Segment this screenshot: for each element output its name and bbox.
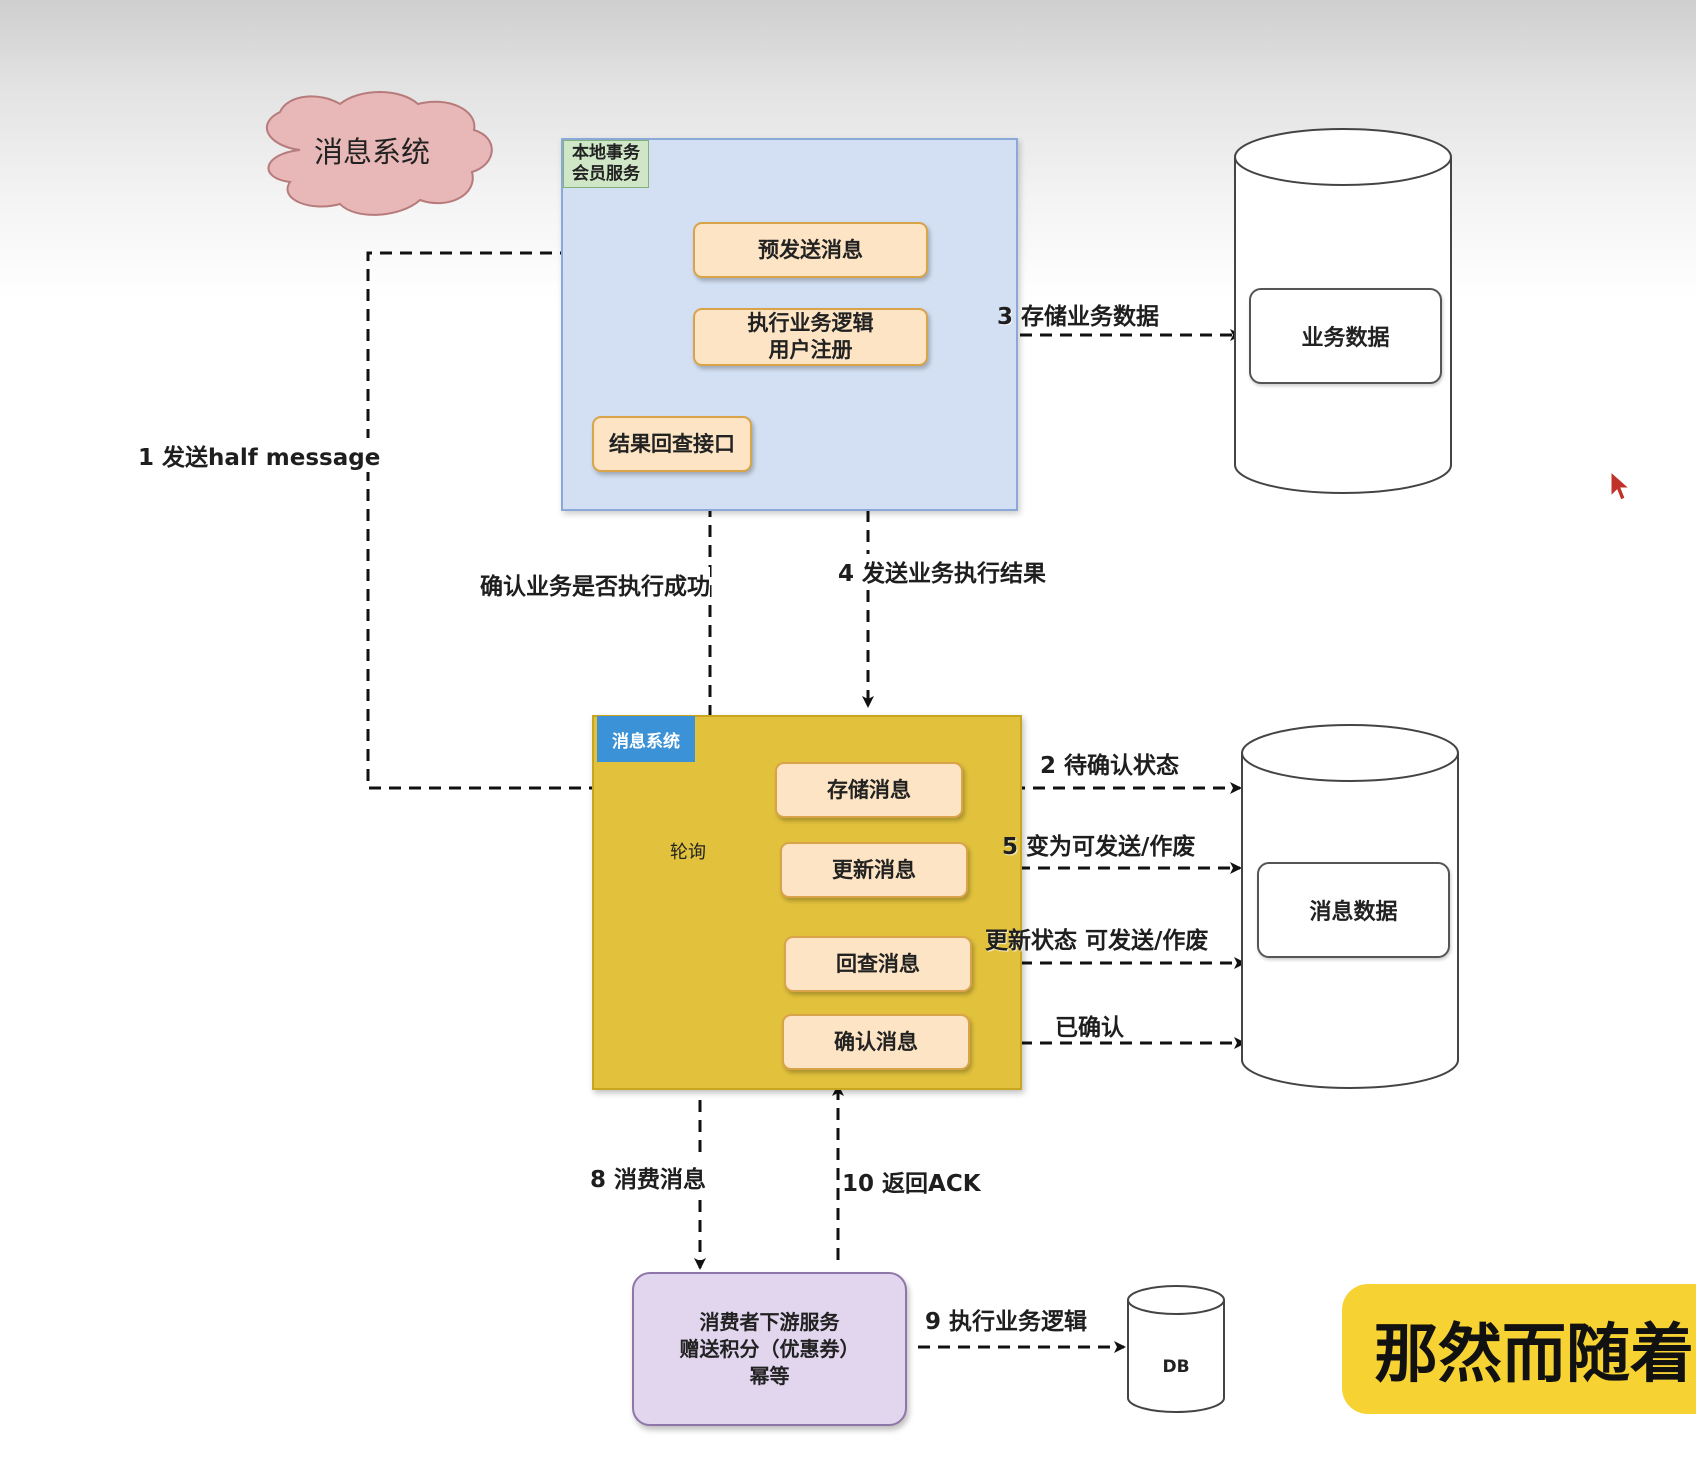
subtitle-banner: 那然而随着 bbox=[1342, 1284, 1696, 1414]
poll-label: 轮询 bbox=[668, 838, 708, 864]
business-data-box: 业务数据 bbox=[1249, 288, 1442, 384]
result-check-api-node[interactable]: 结果回查接口 bbox=[592, 416, 752, 472]
label-update-state: 更新状态 可发送/作废 bbox=[985, 928, 1209, 954]
check-message-node[interactable]: 回查消息 bbox=[784, 936, 972, 992]
cloud-label: 消息系统 bbox=[313, 134, 430, 169]
confirm-message-node[interactable]: 确认消息 bbox=[782, 1014, 970, 1070]
update-message-node[interactable]: 更新消息 bbox=[780, 842, 968, 898]
label-exec-business: 9 执行业务逻辑 bbox=[925, 1302, 1088, 1336]
store-message-node[interactable]: 存储消息 bbox=[775, 762, 963, 818]
label-store-business: 3 存储业务数据 bbox=[997, 304, 1160, 330]
local-transaction-tag: 本地事务 会员服务 bbox=[563, 140, 649, 188]
label-consume: 8 消费消息 bbox=[590, 1160, 707, 1194]
label-check-business: 确认业务是否执行成功 bbox=[480, 567, 710, 601]
db-label: DB bbox=[1162, 1356, 1190, 1377]
execute-business-logic-node[interactable]: 执行业务逻辑 用户注册 bbox=[693, 308, 928, 366]
label-return-ack: 10 返回ACK bbox=[842, 1164, 981, 1198]
message-system-tag: 消息系统 bbox=[597, 716, 695, 762]
label-send-result: 4 发送业务执行结果 bbox=[838, 554, 1047, 588]
message-data-box: 消息数据 bbox=[1257, 862, 1450, 958]
label-confirmed: 已确认 bbox=[1055, 1015, 1124, 1041]
label-half-message: 1 发送half message bbox=[138, 438, 381, 472]
pre-send-message-node[interactable]: 预发送消息 bbox=[693, 222, 928, 278]
consumer-service-node[interactable]: 消费者下游服务 赠送积分（优惠券） 幂等 bbox=[632, 1272, 907, 1426]
label-pending: 2 待确认状态 bbox=[1040, 753, 1180, 779]
edge-half-message bbox=[366, 251, 775, 794]
label-to-sendable: 5 变为可发送/作废 bbox=[1002, 834, 1196, 860]
